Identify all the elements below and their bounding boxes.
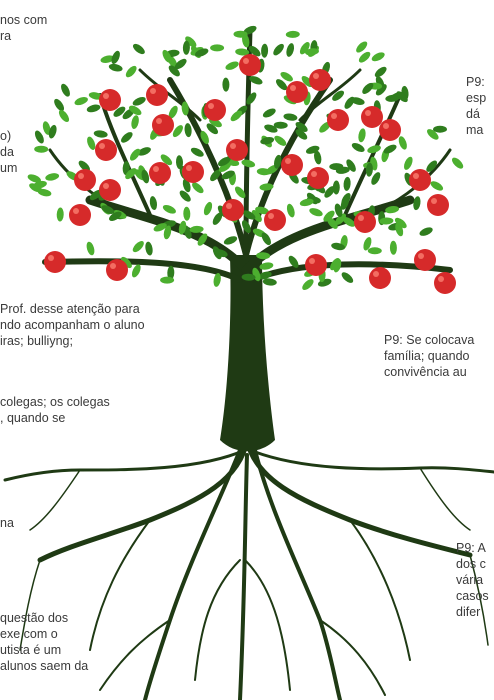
apple-shape [222, 199, 244, 221]
leaf-shape [119, 130, 134, 144]
leaf-shape [273, 134, 288, 148]
leaf-shape [271, 42, 285, 57]
apple-shape [106, 259, 128, 281]
text-fragment-left-middle-2: colegas; os colegas , quando se [0, 394, 110, 426]
leaf-shape [33, 129, 46, 145]
apple-shape [204, 99, 226, 121]
leaf-shape [52, 97, 66, 112]
apple-shape [99, 89, 121, 111]
leaf-shape [397, 135, 408, 151]
apple-shape [69, 204, 91, 226]
leaf-shape [286, 203, 297, 218]
leaf-shape [433, 126, 447, 133]
leaf-shape [450, 156, 465, 171]
leaf-shape [131, 239, 146, 254]
leaf-shape [93, 130, 108, 139]
apple-shape [44, 251, 66, 273]
leaf-shape [85, 241, 96, 256]
apple-shape [149, 162, 171, 184]
apple-shape [226, 139, 248, 161]
leaf-shape [357, 128, 366, 143]
leaf-shape [390, 241, 397, 255]
leaf-shape [300, 277, 315, 292]
leaf-shape [333, 180, 340, 194]
leaf-shape [131, 42, 146, 56]
leaf-shape [144, 241, 153, 256]
apple-shape [286, 81, 308, 103]
apple-shape [264, 209, 286, 231]
leaf-shape [56, 207, 63, 221]
leaf-shape [402, 155, 414, 171]
apple-shape [305, 254, 327, 276]
text-fragment-left-lower: na [0, 515, 14, 531]
apple-shape [379, 119, 401, 141]
apple-shape [152, 114, 174, 136]
apple-shape [99, 179, 121, 201]
leaf-shape [73, 95, 89, 106]
text-fragment-right-upper: P9: esp dá ma [466, 74, 486, 138]
apple-shape [307, 167, 329, 189]
leaf-shape [429, 179, 445, 192]
leaf-shape [34, 146, 48, 153]
apple-shape [369, 267, 391, 289]
leaf-shape [224, 60, 240, 72]
apple-shape [354, 211, 376, 233]
apple-shape [182, 161, 204, 183]
leaf-shape [343, 177, 351, 192]
leaf-shape [86, 103, 101, 113]
leaf-shape [131, 95, 147, 107]
leaf-shape [308, 207, 324, 218]
leaf-shape [130, 115, 140, 130]
leaf-shape [189, 146, 205, 159]
apple-shape [427, 194, 449, 216]
leaf-shape [283, 113, 298, 122]
apple-shape [146, 84, 168, 106]
leaf-shape [202, 201, 214, 217]
apple-shape [409, 169, 431, 191]
leaf-shape [183, 207, 190, 221]
leaf-shape [222, 78, 229, 92]
apple-shape [327, 109, 349, 131]
leaf-shape [223, 235, 239, 247]
leaf-shape [149, 196, 158, 211]
leaf-shape [330, 89, 345, 103]
apple-shape [239, 54, 261, 76]
leaf-shape [108, 63, 123, 73]
leaf-shape [45, 172, 60, 182]
leaf-shape [373, 65, 388, 79]
apple-shape [414, 249, 436, 271]
leaf-shape [261, 44, 268, 58]
text-fragment-right-middle: P9: Se colocava família; quando convivên… [384, 332, 474, 380]
apple-shape [281, 154, 303, 176]
leaf-shape [261, 107, 277, 120]
apple-shape [361, 106, 383, 128]
text-fragment-bottom-left: questão dos exe com o utista é um alunos… [0, 610, 88, 674]
apple-shape [74, 169, 96, 191]
leaf-shape [184, 123, 192, 138]
text-fragment-left-upper: o) da um [0, 128, 17, 176]
leaf-shape [59, 82, 72, 98]
leaf-shape [160, 277, 174, 284]
leaf-shape [350, 141, 366, 154]
leaf-shape [370, 51, 386, 63]
apple-shape [309, 69, 331, 91]
leaf-shape [340, 270, 355, 284]
leaf-shape [162, 203, 178, 215]
apple-shape [434, 272, 456, 294]
leaf-shape [368, 247, 382, 254]
leaf-shape [130, 263, 142, 279]
leaf-shape [57, 108, 71, 123]
leaf-shape [285, 42, 295, 57]
apple-shape [95, 139, 117, 161]
text-fragment-top-left: nos com ra [0, 12, 47, 44]
text-fragment-right-lower: P9: A dos c vária casos difer [456, 540, 489, 620]
leaf-shape [286, 31, 300, 38]
leaf-shape [124, 64, 139, 79]
text-fragment-left-middle: Prof. desse atenção para ndo acompanham … [0, 301, 145, 349]
leaf-shape [210, 44, 224, 51]
leaf-shape [418, 226, 434, 238]
leaf-shape [178, 189, 193, 204]
